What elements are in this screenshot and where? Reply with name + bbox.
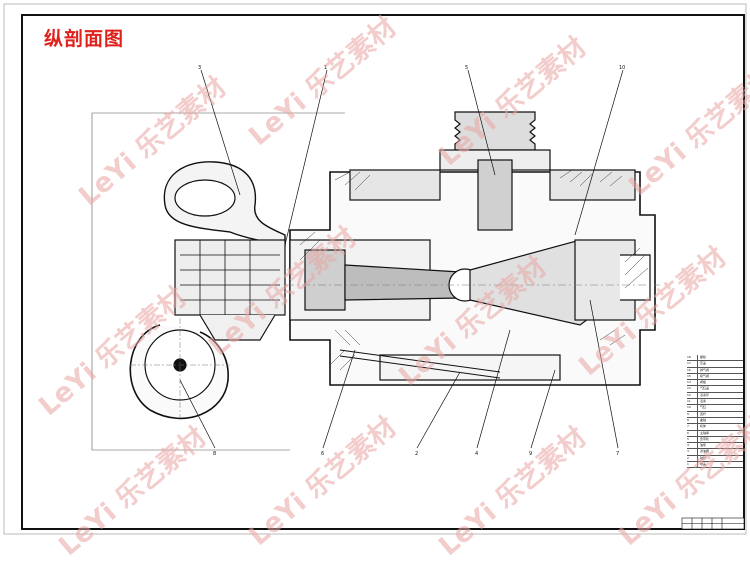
bom-part-name: 机体	[700, 424, 707, 429]
bom-number: 10	[687, 405, 698, 411]
pulley-centerline	[130, 318, 230, 418]
leader-lines	[179, 69, 624, 449]
bom-part-name: 油泵	[700, 443, 707, 448]
section-hatching	[299, 169, 649, 371]
reference-outline	[91, 112, 345, 451]
bom-number: 15	[687, 373, 698, 380]
page-title: 纵剖面图	[44, 28, 125, 50]
bom-part-name: 压盖	[700, 361, 707, 366]
bom-number: 8	[687, 417, 698, 424]
bom-number: 18	[687, 355, 698, 361]
bom-number: 9	[687, 411, 698, 417]
callout-labels: 3 1 5 10 8 6 2 4 9 7	[198, 65, 625, 457]
callout-bottom-3: 2	[415, 451, 418, 457]
bom-part-name: 主轴承	[700, 430, 710, 435]
bom-part-name: 气缸	[700, 405, 707, 410]
bom-part-name: 活塞	[700, 399, 707, 404]
callout-bottom-5: 9	[529, 451, 532, 457]
bom-number: 14	[687, 380, 698, 386]
inlet-port	[174, 179, 236, 217]
bom-number: 17	[687, 361, 698, 367]
callout-bottom-1: 8	[213, 451, 216, 457]
callout-top-4: 10	[619, 65, 625, 71]
bom-number: 6	[687, 430, 698, 436]
crank-shaft	[477, 159, 513, 231]
bom-part-name: 阀板	[700, 380, 707, 385]
bom-number: 3	[687, 449, 698, 455]
bom-part-name: 滤油器	[700, 449, 710, 454]
bom-part-name: 气缸盖	[700, 386, 710, 391]
title-block	[681, 517, 745, 530]
top-flange-left	[349, 169, 441, 201]
filter-assembly	[174, 239, 286, 316]
oil-pump-rod	[339, 349, 501, 379]
compressor-section-view	[129, 111, 660, 420]
bom-part-name: 曲轴	[700, 417, 707, 422]
bom-number: 12	[687, 392, 698, 399]
bom-part-name: 轴封	[700, 455, 707, 460]
pulley-grooves	[454, 111, 536, 151]
callout-bottom-6: 7	[616, 451, 619, 457]
bom-number: 7	[687, 424, 698, 430]
bom-number: 5	[687, 436, 698, 443]
sheet-outer-border	[3, 3, 747, 535]
bom-part-name: 端盖	[700, 462, 707, 467]
callout-bottom-2: 6	[321, 451, 324, 457]
bom-number: 2	[687, 455, 698, 462]
piston	[304, 249, 346, 311]
bom-number: 13	[687, 386, 698, 392]
bom-part-name: 连杆	[700, 411, 707, 416]
drawing-canvas: 3 1 5 10 8 6 2 4 9 7	[3, 3, 747, 535]
callout-top-3: 5	[465, 65, 468, 71]
bom-part-name: 吸气阀	[700, 373, 710, 378]
bom-part-name: 排气阀	[700, 367, 710, 372]
filter-details	[180, 240, 280, 315]
bom-number: 11	[687, 399, 698, 405]
sheet-inner-frame	[21, 14, 745, 530]
bom-part-name: 皮带轮	[700, 436, 710, 441]
bom-part-name: 活塞环	[700, 392, 710, 397]
bom-number: 16	[687, 367, 698, 373]
callout-bottom-4: 4	[475, 451, 478, 457]
bom-number: 1	[687, 462, 698, 468]
filter-outlet	[199, 314, 276, 341]
callout-top-2: 1	[324, 65, 327, 71]
callout-top-1: 3	[198, 65, 201, 71]
bom-part-name: 螺栓	[700, 355, 707, 359]
bom-number: 4	[687, 443, 698, 449]
valve-plate	[620, 254, 651, 301]
